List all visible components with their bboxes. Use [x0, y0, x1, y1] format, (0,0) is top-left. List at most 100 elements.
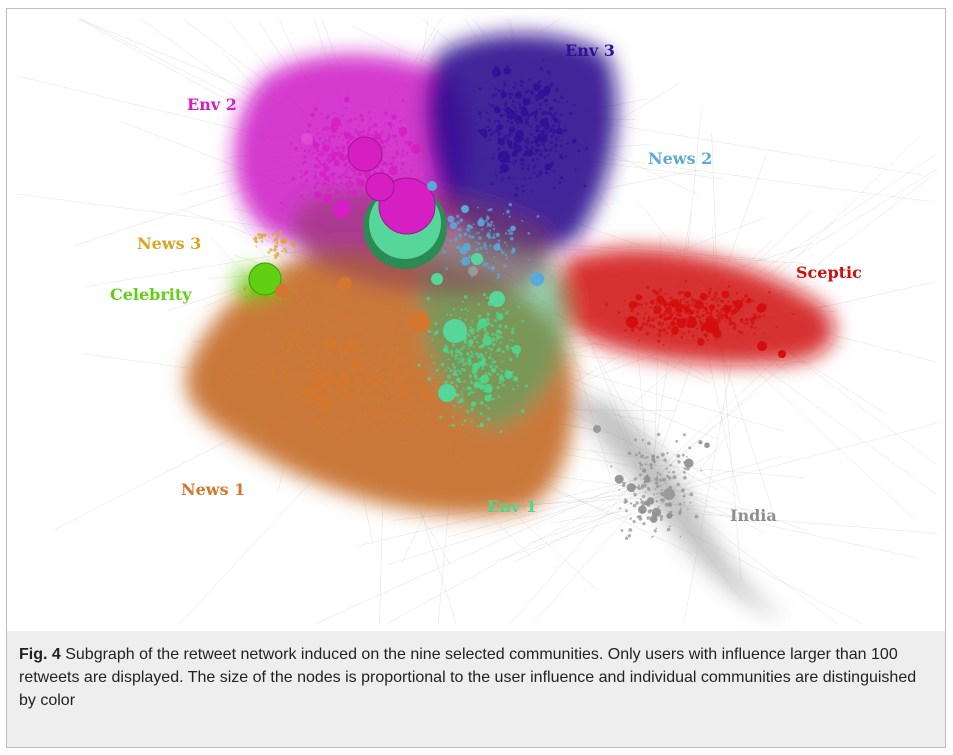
user-node [493, 197, 495, 200]
user-node [324, 370, 328, 374]
hub-node-news1 [324, 338, 336, 350]
user-node [431, 338, 434, 341]
user-node [687, 323, 691, 328]
user-node [706, 339, 709, 342]
user-node [341, 184, 344, 186]
user-node [561, 113, 563, 116]
user-node [449, 313, 453, 317]
user-node [358, 130, 362, 134]
user-node [366, 131, 369, 133]
user-node [317, 381, 322, 387]
user-node [477, 314, 482, 319]
user-node [395, 143, 398, 146]
user-node [498, 331, 503, 335]
user-node [332, 111, 336, 115]
user-node [303, 149, 307, 153]
user-node [694, 514, 699, 519]
user-node [506, 64, 509, 68]
user-node [388, 166, 398, 176]
user-node [496, 275, 500, 280]
user-node [682, 494, 686, 498]
user-node [289, 142, 293, 145]
user-node [341, 345, 344, 348]
user-node [488, 364, 493, 369]
hub-node-india [663, 488, 675, 500]
user-node [543, 148, 548, 152]
user-node [451, 423, 455, 428]
user-node [374, 340, 378, 343]
user-node [326, 383, 330, 388]
user-node [694, 300, 704, 310]
user-node [675, 439, 679, 443]
user-node [501, 89, 504, 92]
user-node [679, 535, 682, 538]
user-node [329, 399, 332, 402]
user-node [265, 333, 269, 336]
user-node [442, 347, 449, 353]
user-node [320, 150, 325, 155]
community-label-india: India [730, 506, 777, 525]
user-node [323, 181, 328, 186]
user-node [305, 364, 310, 369]
user-node [281, 418, 287, 424]
user-node [464, 318, 467, 322]
user-node [690, 296, 693, 299]
user-node [633, 485, 637, 489]
user-node [379, 356, 383, 359]
user-node [269, 294, 273, 298]
user-node [372, 410, 380, 419]
user-node [661, 498, 665, 502]
user-node [527, 164, 531, 167]
user-node [559, 155, 564, 160]
user-node [283, 394, 287, 398]
hub-node-env3 [498, 151, 510, 163]
user-node [473, 336, 477, 340]
user-node [384, 361, 389, 365]
user-node [635, 294, 642, 301]
hub-node-celebrity [248, 262, 282, 296]
user-node [351, 176, 354, 179]
user-node [487, 126, 490, 129]
user-node [414, 356, 417, 359]
user-node [462, 345, 466, 349]
user-node [504, 325, 508, 329]
user-node [364, 372, 368, 376]
user-node [643, 481, 646, 484]
user-node [406, 339, 410, 343]
hub-node-env2 [365, 172, 395, 202]
user-node [545, 128, 548, 131]
user-node [486, 251, 488, 254]
user-node [393, 363, 397, 368]
user-node [671, 314, 673, 317]
user-node [638, 505, 647, 514]
user-node [462, 387, 465, 389]
user-node [401, 99, 405, 102]
user-node [681, 488, 685, 493]
user-node [283, 182, 286, 184]
user-node [662, 300, 667, 304]
user-node [715, 334, 719, 338]
user-node [328, 387, 335, 394]
cloud-env3 [426, 33, 617, 254]
user-node [487, 118, 491, 123]
user-node [252, 370, 255, 373]
user-node [709, 309, 713, 312]
user-node [683, 461, 687, 464]
user-node [655, 302, 658, 305]
user-node [434, 322, 438, 326]
user-node [303, 173, 306, 176]
user-node [668, 503, 672, 508]
user-node [341, 373, 350, 382]
user-node [497, 131, 502, 136]
user-node [313, 317, 317, 321]
user-node [685, 466, 690, 471]
user-node [714, 339, 717, 342]
user-node [490, 353, 492, 356]
user-node [649, 463, 653, 467]
user-node [396, 394, 400, 398]
user-node [427, 413, 431, 416]
user-node [484, 372, 487, 375]
user-node [357, 396, 360, 399]
user-node [389, 367, 394, 372]
user-node [442, 250, 446, 254]
